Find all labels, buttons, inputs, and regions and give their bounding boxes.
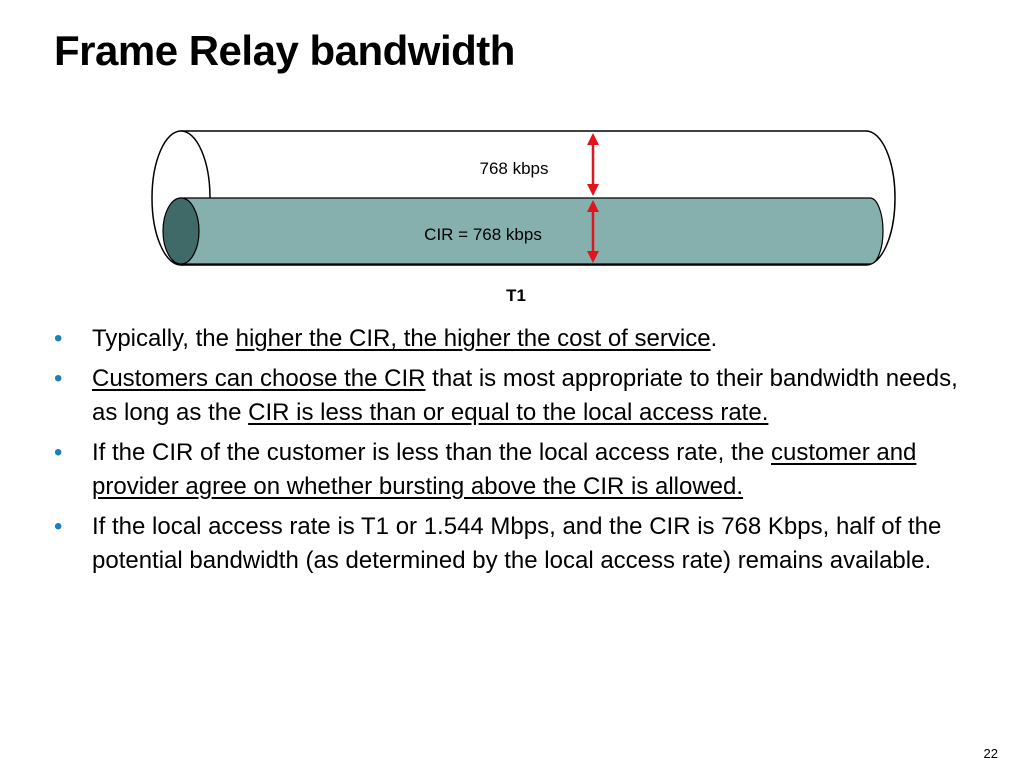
bullet-text: Typically, the [92, 325, 236, 352]
bullet-text: If the local access rate is T1 or 1.544 … [92, 513, 942, 574]
bandwidth-pipe-diagram: 768 kbps CIR = 768 kbps T1 [151, 130, 896, 305]
bullet-item: • If the local access rate is T1 or 1.544… [52, 510, 982, 578]
bullet-marker-icon: • [54, 513, 63, 540]
cir-label: CIR = 768 kbps [424, 225, 542, 244]
bullet-text: If the CIR of the customer is less than … [92, 439, 771, 466]
bullet-marker-icon: • [54, 325, 63, 352]
page-number: 22 [983, 746, 998, 761]
bullet-emphasis-text: Customers can choose the CIR [92, 365, 426, 392]
upper-bandwidth-arrow [587, 133, 599, 196]
bullet-item: • If the CIR of the customer is less than… [52, 436, 982, 504]
bullet-marker-icon: • [54, 365, 63, 392]
cir-bandwidth-arrow [587, 200, 599, 263]
upper-bandwidth-label: 768 kbps [480, 159, 549, 178]
bullet-emphasis-text: CIR is less than or equal to the local a… [248, 399, 769, 426]
cir-pipe-left-end [162, 197, 200, 265]
bullet-item: • Typically, the higher the CIR, the high… [52, 322, 982, 356]
slide-title: Frame Relay bandwidth [54, 27, 515, 74]
bullet-emphasis-text: higher the CIR, the higher the cost of s… [235, 325, 711, 352]
bullet-emphasis-text: customer and provider agree on whether b… [92, 439, 917, 500]
bullet-marker-icon: • [54, 439, 63, 466]
bullet-text: . [710, 325, 718, 352]
cir-pipe-body [180, 197, 884, 265]
bullet-item: • Customers can choose the CIR that is mo… [52, 362, 982, 430]
bullet-list: • Typically, the higher the CIR, the high… [52, 322, 982, 584]
t1-caption: T1 [506, 286, 526, 305]
bullet-text: that is most appropriate to their bandwi… [92, 365, 958, 426]
